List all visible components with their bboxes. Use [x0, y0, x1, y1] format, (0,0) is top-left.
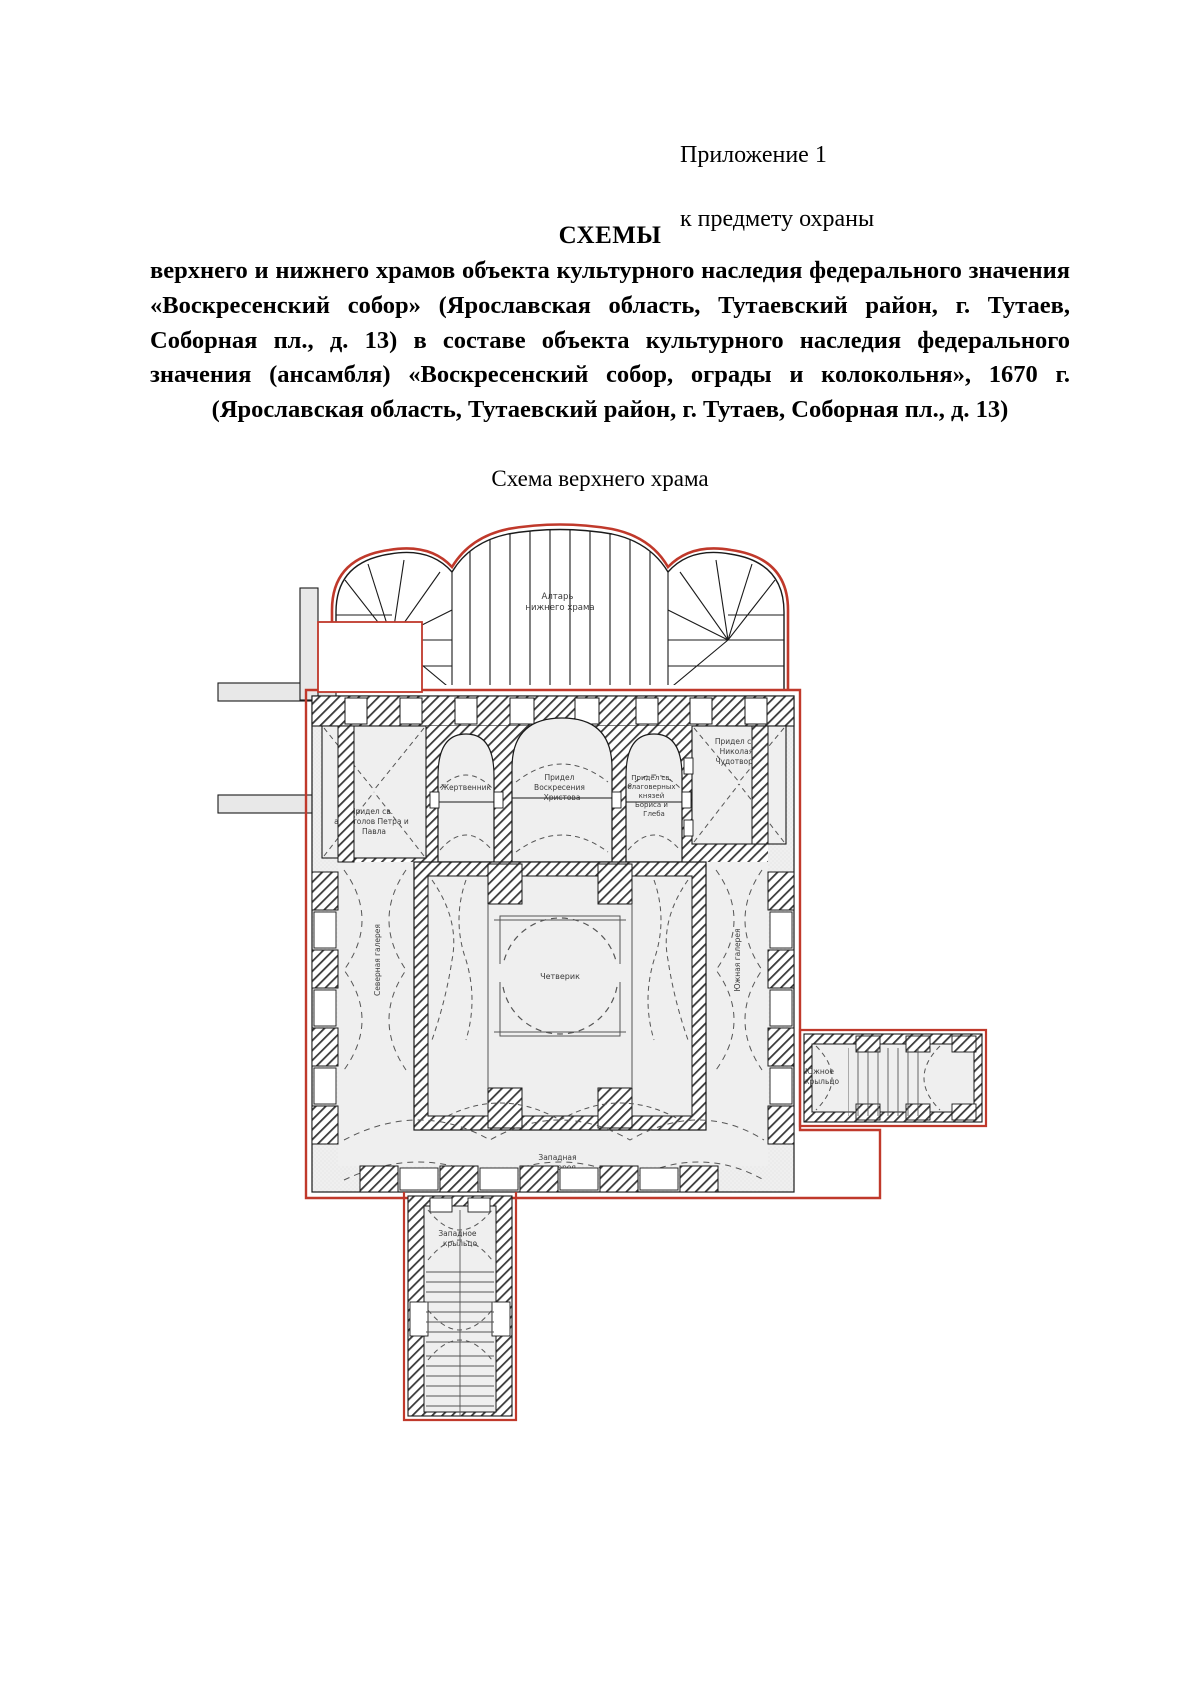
label-west-porch: Западное крыльцо [438, 1224, 481, 1249]
chapel-row: Придел св. апостолов Петра и Павла Жертв… [317, 621, 787, 863]
label-chetverik: Четверик [540, 972, 580, 981]
label-chapel-boris-gleb: Придел св. благоверных князей Бориса и Г… [627, 768, 680, 819]
label-altar-lower-church: Алтарь нижнего храма [525, 586, 594, 613]
appendix-subject: к предмету охраны [680, 205, 875, 232]
appendix-header: Приложение 1 к предмету охраны [680, 108, 1100, 268]
label-chapel-resurrection: Придел Воскресения Христова [534, 768, 590, 803]
chetverik-core: Четверик [413, 861, 707, 1131]
chapel-boris-gleb: Придел св. благоверных князей Бориса и Г… [625, 733, 683, 863]
label-chapel-peter-paul: Придел св. апостолов Петра и Павла [334, 802, 414, 837]
label-north-gallery: Северная галерея [373, 924, 382, 996]
window-openings [313, 911, 793, 1191]
chapel-nicholas: Придел св. Николая Чудотворца [691, 725, 787, 845]
west-porch: Западное крыльцо [402, 1192, 518, 1422]
south-porch: Южное крыльцо [798, 1028, 988, 1128]
gallery-vaults [343, 869, 765, 1181]
label-south-gallery: Южная галерея [733, 928, 742, 991]
scheme-caption: Схема верхнего храма [491, 466, 709, 491]
perimeter-piers [311, 725, 795, 1193]
label-west-gallery: Западная галерея [538, 1148, 581, 1173]
page-title: СХЕМЫ [558, 222, 662, 249]
label-zhertvennik: Жертвенник [441, 783, 492, 792]
label-chapel-nicholas: Придел св. Николая Чудотворца [715, 732, 763, 767]
chapel-zhertvennik: Жертвенник [437, 733, 495, 863]
apse-lower-altar: Алтарь нижнего храма [330, 523, 790, 691]
appendix-number: Приложение 1 [680, 141, 827, 168]
floor-plan-drawing: Алтарь нижнего храма [0, 520, 1200, 1470]
label-south-porch: Южное крыльцо [805, 1062, 840, 1087]
title-block: СХЕМЫ верхнего и нижнего храмов объекта … [150, 222, 1070, 428]
chapel-resurrection: Придел Воскресения Христова [511, 717, 613, 863]
title-body: верхнего и нижнего храмов объекта культу… [150, 257, 1070, 424]
